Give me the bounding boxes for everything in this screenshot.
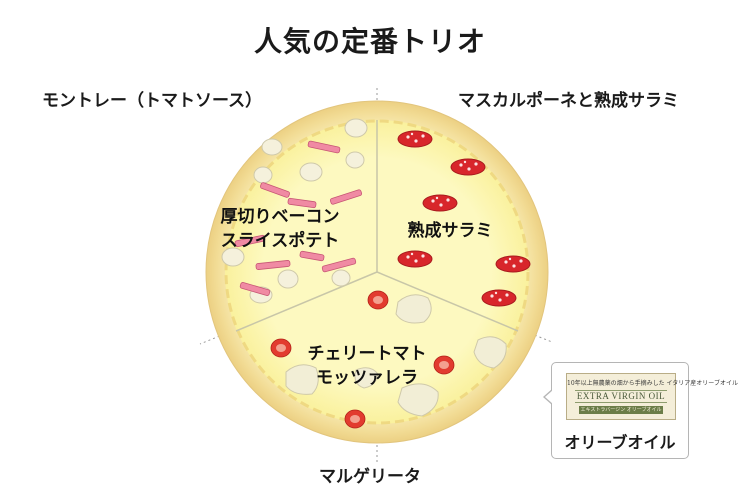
inner-label-monterey: 厚切りベーコン スライスポテト bbox=[205, 205, 355, 253]
inner-label-line: スライスポテト bbox=[220, 231, 340, 251]
page-title: 人気の定番トリオ bbox=[253, 25, 486, 58]
inner-label-line: チェリートマト bbox=[307, 344, 427, 364]
potato-slices bbox=[221, 118, 368, 304]
slice-divider-right bbox=[376, 271, 519, 332]
olive-oil-label-name: EXTRA VIRGIN OIL bbox=[575, 390, 667, 403]
olive-oil-label-top-text: 10年以上無農薬の畑から手摘みした イタリア産オリーブオイル bbox=[567, 380, 738, 387]
salami-slices bbox=[397, 130, 531, 307]
slice-divider-left bbox=[235, 271, 378, 332]
cherry-tomatoes bbox=[270, 290, 455, 429]
bacon-strips bbox=[234, 140, 363, 296]
inner-label-line: 熟成サラミ bbox=[407, 221, 493, 241]
section-label-mascarpone-salami: マスカルポーネと熟成サラミ bbox=[458, 91, 679, 111]
inner-label-salami: 熟成サラミ bbox=[385, 219, 515, 243]
olive-oil-card: 10年以上無農薬の畑から手摘みした イタリア産オリーブオイル EXTRA VIR… bbox=[543, 362, 738, 459]
section-label-monterey: モントレー（トマトソース） bbox=[42, 91, 263, 111]
olive-oil-caption: オリーブオイル bbox=[564, 433, 676, 452]
olive-oil-bottle-label: 10年以上無農薬の畑から手摘みした イタリア産オリーブオイル EXTRA VIR… bbox=[566, 373, 738, 420]
inner-label-margherita: チェリートマト モッツァレラ bbox=[282, 342, 452, 390]
pizza-cheese-edge bbox=[224, 119, 530, 425]
inner-label-line: 厚切りベーコン bbox=[220, 207, 340, 227]
olive-oil-label-bar: エキストラバージン オリーブオイル bbox=[579, 406, 663, 414]
inner-label-line: モッツァレラ bbox=[316, 368, 418, 388]
section-label-margherita: マルゲリータ bbox=[319, 467, 421, 487]
mozzarella-pieces bbox=[285, 294, 507, 417]
